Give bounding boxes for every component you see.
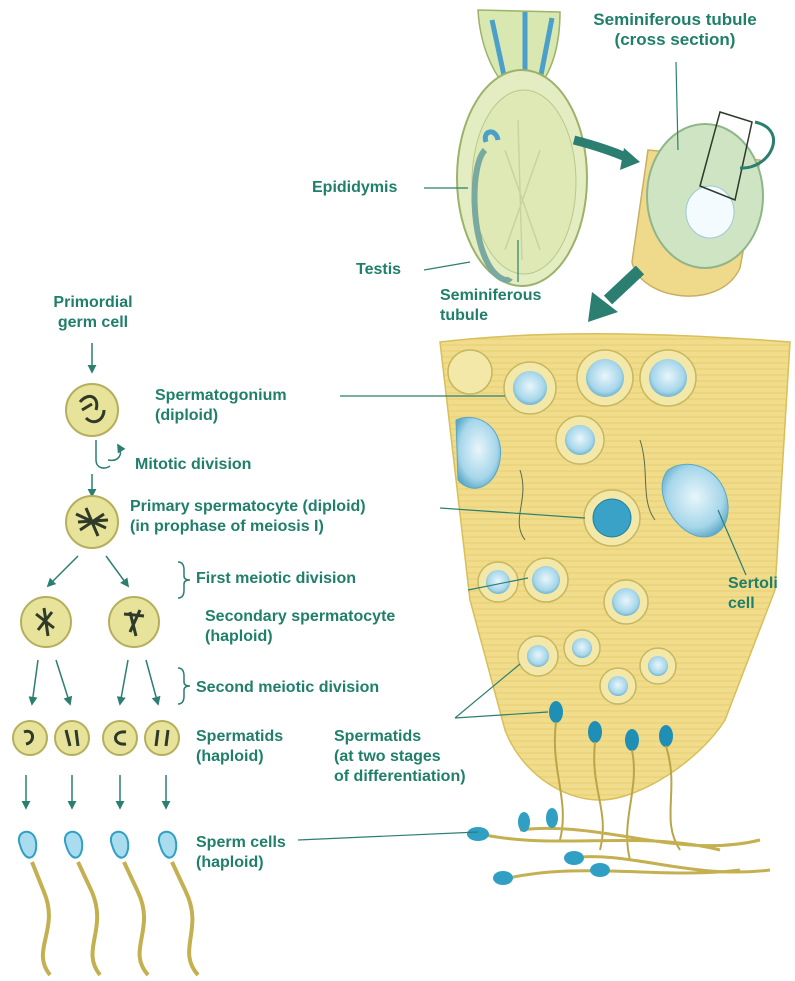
mitotic-division-label: Mitotic division xyxy=(135,455,251,475)
spermatids-differentiation-label: Spermatids (at two stages of differentia… xyxy=(334,727,466,787)
arrow-to-tissue xyxy=(608,270,640,300)
testis-illustration xyxy=(457,10,587,286)
spermatogonium-label: Spermatogonium (diploid) xyxy=(155,386,287,426)
second-division-bracket xyxy=(178,668,190,704)
epididymis-label: Epididymis xyxy=(312,178,397,198)
spermatids-haploid-label: Spermatids (haploid) xyxy=(196,727,283,767)
sperm-cells-label: Sperm cells (haploid) xyxy=(196,833,286,873)
first-division-bracket xyxy=(178,562,190,598)
primary-spermatocyte-label: Primary spermatocyte (diploid) (in proph… xyxy=(130,497,366,537)
tubule-cross-section xyxy=(632,112,774,296)
second-meiotic-division-label: Second meiotic division xyxy=(196,678,379,698)
free-sperm-cells xyxy=(467,808,770,885)
secondary-spermatocyte-label: Secondary spermatocyte (haploid) xyxy=(205,607,395,647)
testis-label: Testis xyxy=(356,260,401,280)
first-meiotic-division-label: First meiotic division xyxy=(196,569,356,589)
seminiferous-tubule-cross-section-label: Seminiferous tubule (cross section) xyxy=(560,10,790,50)
left-sperm-cells xyxy=(19,832,198,975)
primordial-germ-cell-label: Primordial germ cell xyxy=(18,293,168,333)
seminiferous-tubule-label: Seminiferous tubule xyxy=(440,286,541,326)
sertoli-cell-label: Sertoli cell xyxy=(728,574,778,614)
